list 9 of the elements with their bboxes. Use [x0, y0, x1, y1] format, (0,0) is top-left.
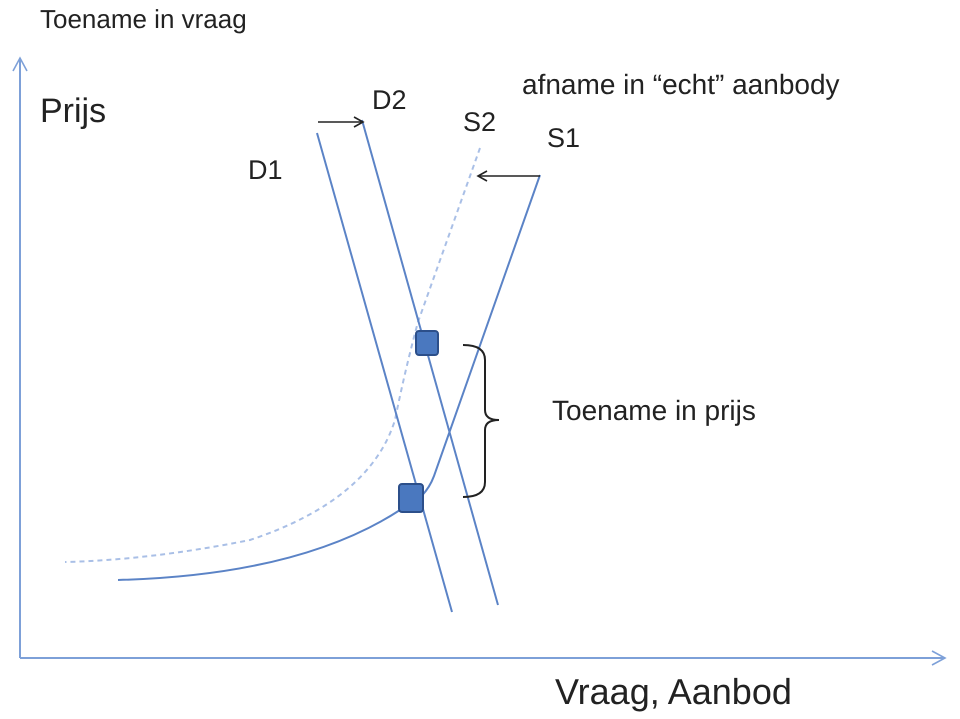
curve-label: D1 [248, 156, 283, 186]
curve-label: D2 [372, 86, 407, 116]
axis-title: Vraag, Aanbod [555, 672, 792, 712]
annotation-text: Toename in prijs [552, 396, 756, 427]
axis-title: Toename in vraag [40, 5, 247, 34]
axis-title: Prijs [40, 93, 106, 130]
curve-label: S1 [547, 124, 580, 154]
annotation-text: afname in “echt” aanbody [522, 70, 840, 101]
curve-label: S2 [463, 108, 496, 138]
